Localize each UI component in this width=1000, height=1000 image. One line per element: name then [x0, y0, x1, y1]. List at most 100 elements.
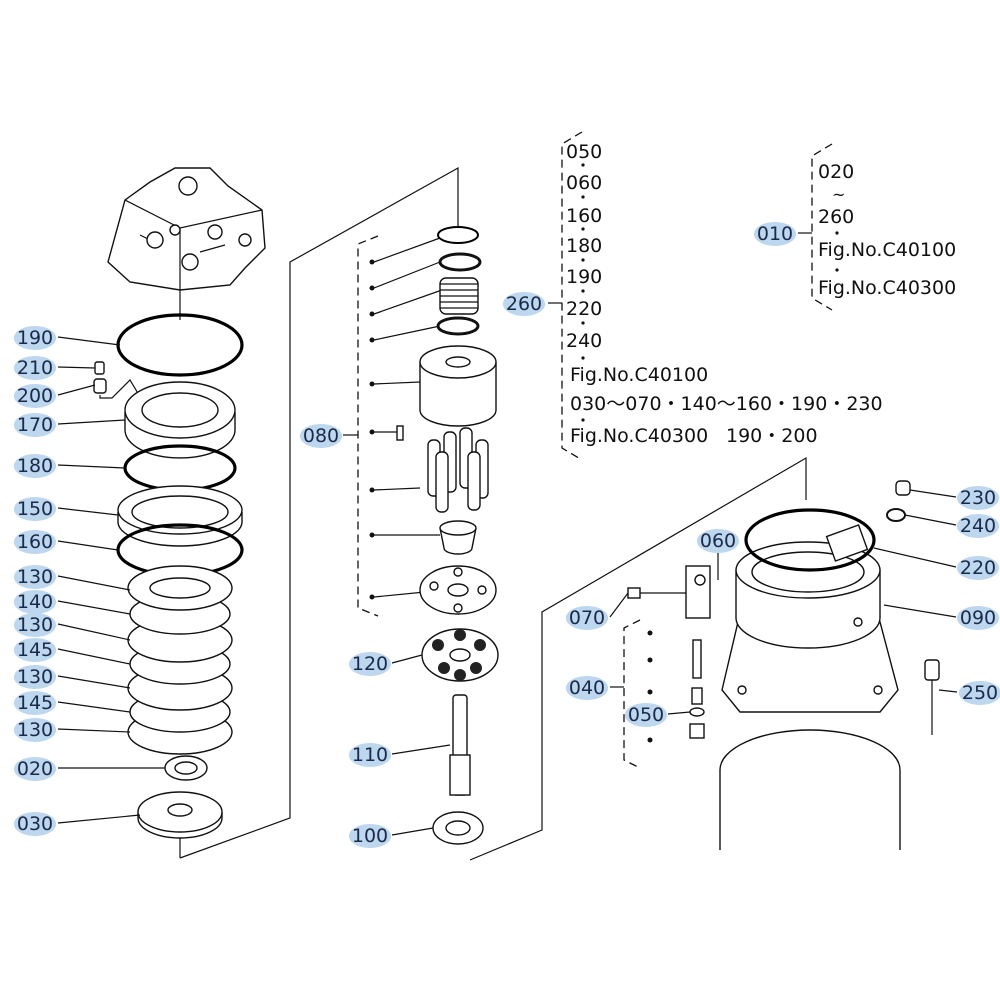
friction-plates: [127, 565, 233, 755]
label-110[interactable]: 110: [352, 744, 388, 766]
label-140[interactable]: 140: [17, 591, 53, 613]
label-highlight: [13, 356, 57, 380]
label-100[interactable]: 100: [352, 825, 388, 847]
label-highlight: [348, 824, 392, 848]
label-060[interactable]: 060: [700, 530, 736, 552]
label-190[interactable]: 190: [17, 327, 53, 349]
note-010: 020 ~ 260 Fig.No.C40100 Fig.No.C40300: [818, 161, 956, 299]
label-210[interactable]: 210: [17, 357, 53, 379]
label-highlight: [956, 486, 1000, 510]
valve-parts: [647, 630, 705, 743]
label-highlight: [502, 292, 546, 316]
label-130[interactable]: 130: [17, 614, 53, 636]
label-highlight: [13, 812, 57, 836]
bolt-250: [924, 659, 940, 735]
label-250[interactable]: 250: [962, 682, 998, 704]
bearing-020: [164, 755, 208, 781]
washer: [438, 252, 482, 272]
label-highlight: [13, 665, 57, 689]
label-highlight: [753, 222, 797, 246]
cylinder-block: [419, 345, 497, 427]
label-160[interactable]: 160: [17, 531, 53, 553]
note-item: 060: [566, 172, 602, 194]
note-fig2: Fig.No.C40300: [570, 425, 708, 447]
label-230[interactable]: 230: [960, 487, 996, 509]
o-ring-190: [116, 313, 244, 377]
spring-210-200: [93, 361, 143, 401]
label-030[interactable]: 030: [17, 813, 53, 835]
label-highlight: [13, 757, 57, 781]
note-item: 180: [566, 235, 602, 257]
valve-060: [627, 565, 711, 619]
note-from: 020: [818, 161, 854, 183]
label-highlight: [565, 606, 609, 630]
label-170[interactable]: 170: [17, 414, 53, 436]
shaft-110: [449, 694, 471, 796]
retainer: [439, 520, 477, 555]
snap-ring: [437, 226, 479, 244]
label-145[interactable]: 145: [17, 639, 53, 661]
label-130[interactable]: 130: [17, 566, 53, 588]
label-070[interactable]: 070: [569, 607, 605, 629]
ring-170: [124, 381, 236, 459]
label-highlight: [565, 676, 609, 700]
label-highlight: [13, 565, 57, 589]
label-120[interactable]: 120: [352, 653, 388, 675]
label-020[interactable]: 020: [17, 758, 53, 780]
label-220[interactable]: 220: [960, 557, 996, 579]
label-highlight: [956, 514, 1000, 538]
washer-2: [436, 316, 480, 336]
note-fig1-parts: 030～070・140～160・190・230: [570, 393, 883, 415]
label-240[interactable]: 240: [960, 515, 996, 537]
label-highlight: [956, 556, 1000, 580]
label-highlight: [13, 497, 57, 521]
label-130[interactable]: 130: [17, 666, 53, 688]
label-highlight: [958, 681, 1000, 705]
label-highlight: [696, 529, 740, 553]
label-260[interactable]: 260: [506, 293, 542, 315]
label-highlight: [13, 454, 57, 478]
label-highlight: [13, 413, 57, 437]
label-highlight: [624, 703, 668, 727]
pistons: [427, 427, 489, 513]
label-145[interactable]: 145: [17, 692, 53, 714]
part-labels: 190 210 200 170 180 150 160 130 140 130 …: [17, 223, 998, 847]
note-260: 050 060 160 180 190 220 240 Fig.No.C4010…: [566, 141, 883, 447]
label-highlight: [348, 743, 392, 767]
label-highlight: [13, 638, 57, 662]
note-to: 260: [818, 206, 854, 228]
label-050[interactable]: 050: [628, 704, 664, 726]
label-highlight: [13, 590, 57, 614]
label-highlight: [13, 384, 57, 408]
label-040[interactable]: 040: [569, 677, 605, 699]
label-130[interactable]: 130: [17, 719, 53, 741]
bracket-080: [357, 235, 379, 617]
bracket-260: [561, 131, 583, 461]
pin: [396, 425, 404, 441]
label-010[interactable]: 010: [757, 223, 793, 245]
label-highlight: [13, 718, 57, 742]
label-highlight: [956, 606, 1000, 630]
ring-150: [117, 485, 243, 547]
label-080[interactable]: 080: [303, 425, 339, 447]
note-fig1: Fig.No.C40100: [570, 364, 708, 386]
bearing-100: [432, 811, 484, 845]
spring: [439, 277, 479, 315]
label-090[interactable]: 090: [960, 607, 996, 629]
label-highlight: [13, 530, 57, 554]
note-item: 050: [566, 141, 602, 163]
assembly-outline: [179, 166, 807, 861]
plug-230: [895, 480, 911, 496]
label-180[interactable]: 180: [17, 455, 53, 477]
motor-housing-090: [719, 524, 901, 850]
label-200[interactable]: 200: [17, 385, 53, 407]
label-150[interactable]: 150: [17, 498, 53, 520]
shoe-plate: [419, 565, 497, 615]
label-highlight: [348, 652, 392, 676]
label-highlight: [299, 424, 343, 448]
note-fig2-parts: 190・200: [726, 425, 818, 447]
bracket-leaders: [373, 237, 443, 598]
bracket-010: [811, 143, 833, 311]
note-item: 160: [566, 205, 602, 227]
